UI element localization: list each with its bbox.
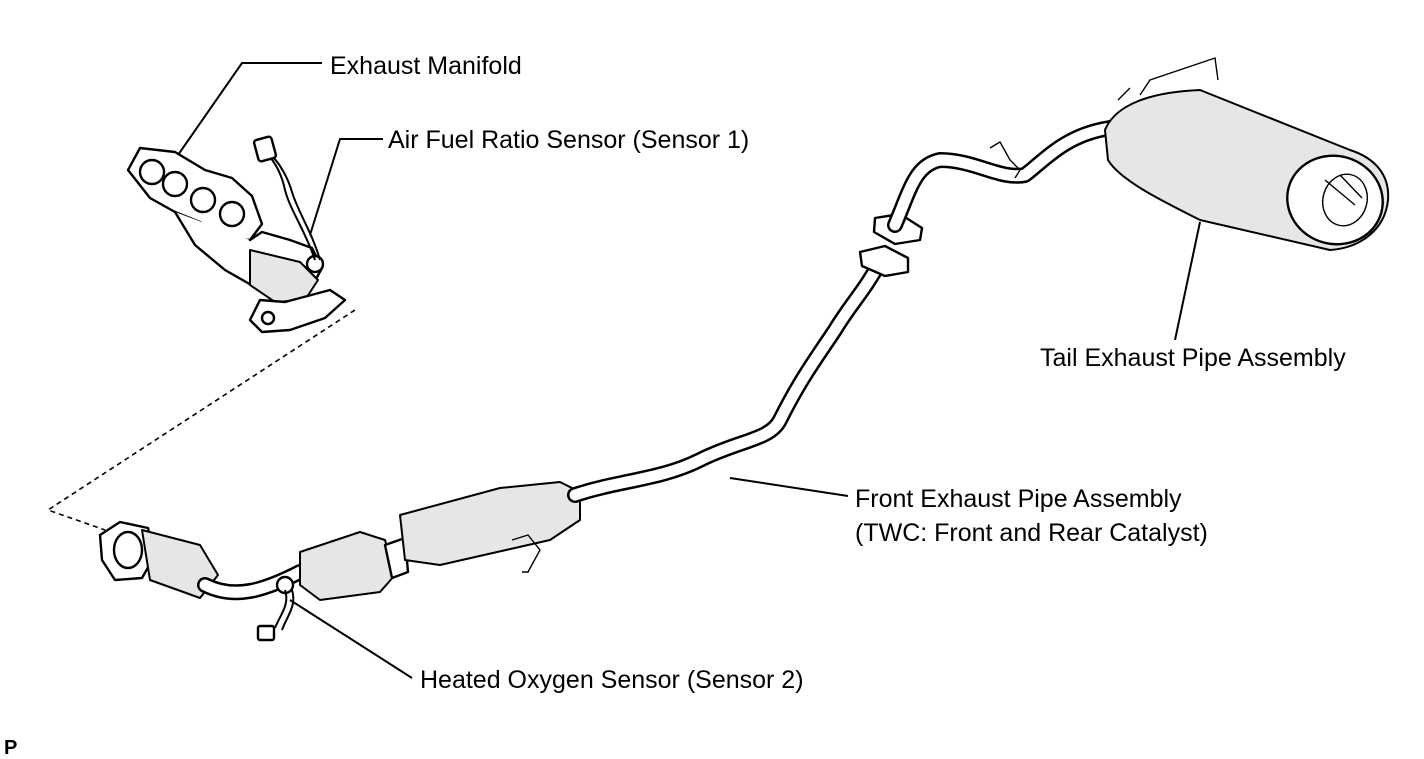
leader-heated-oxygen-sensor [289,599,413,679]
figure-code: P [4,737,17,759]
label-tail-exhaust-pipe: Tail Exhaust Pipe Assembly [1040,344,1346,372]
leader-tail-exhaust-pipe [1174,221,1201,341]
tail-exhaust-pipe-part [872,57,1390,251]
leader-air-fuel-ratio-sensor [309,138,383,236]
label-exhaust-manifold: Exhaust Manifold [330,52,522,80]
label-heated-oxygen-sensor: Heated Oxygen Sensor (Sensor 2) [420,666,804,694]
exhaust-manifold-part [126,135,347,334]
label-front-exhaust-pipe-line2: (TWC: Front and Rear Catalyst) [855,519,1208,547]
label-air-fuel-ratio-sensor: Air Fuel Ratio Sensor (Sensor 1) [388,126,749,154]
front-exhaust-pipe-part [98,244,910,642]
leader-front-exhaust-pipe [729,477,849,497]
connection-dashed-line [46,309,356,531]
leader-exhaust-manifold [177,62,322,156]
label-front-exhaust-pipe-line1: Front Exhaust Pipe Assembly [855,485,1182,513]
